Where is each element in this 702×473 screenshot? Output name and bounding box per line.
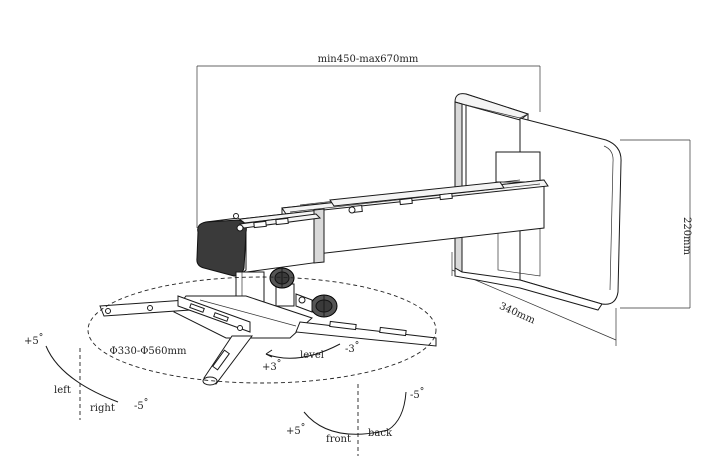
mounting-diameter-label: Φ330-Φ560mm — [110, 346, 187, 357]
level-adjustment: level -3° +3° — [262, 341, 359, 373]
depth-dimension-label: 340mm — [497, 301, 537, 327]
arm-head — [196, 206, 356, 277]
tilt-minus-label: -5° — [410, 387, 424, 401]
height-dimension-label: 220mm — [681, 217, 692, 256]
reach-dimension: min450-max670mm — [196, 54, 541, 228]
reach-dimension-label: min450-max670mm — [318, 54, 419, 65]
level-minus-label: -3° — [345, 341, 359, 355]
right-label: right — [90, 403, 115, 414]
adjustment-knobs — [269, 267, 338, 318]
spider-bracket — [99, 295, 437, 386]
tilt-adjustment: +5° front back -5° — [286, 384, 424, 456]
height-dimension: 220mm — [620, 139, 692, 309]
back-label: back — [368, 428, 393, 439]
telescopic-arm — [230, 179, 549, 275]
front-label: front — [326, 434, 351, 445]
mounting-diameter-ellipse — [87, 276, 437, 384]
side-minus-label: -5° — [134, 398, 148, 412]
side-adjustment: +5° left right -5° — [24, 333, 148, 420]
left-label: left — [54, 385, 71, 396]
tilt-plus-label: +5° — [286, 423, 305, 437]
level-label: level — [300, 350, 324, 361]
level-plus-label: +3° — [262, 359, 281, 373]
side-plus-label: +5° — [24, 333, 43, 347]
